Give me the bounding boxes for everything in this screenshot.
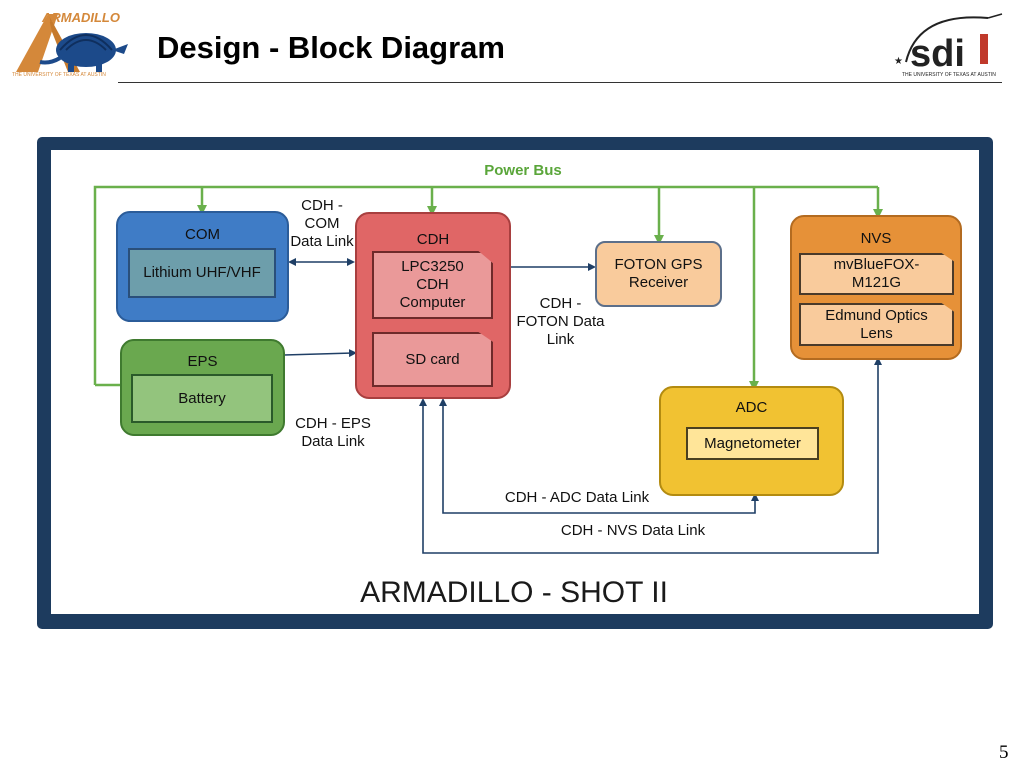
armadillo-logo: ARMADILLO THE UNIVERSITY OF TEXAS AT AUS… (8, 6, 133, 78)
label-cdh-adc-link: CDH - ADC Data Link (504, 489, 650, 506)
label-cdh-foton-link: CDH - FOTON Data Link (516, 295, 605, 348)
link-eps-cdh (283, 349, 357, 358)
sdi-logo-text: sdi (910, 33, 965, 75)
diagram-footer-title: ARMADILLO - SHOT II (360, 576, 668, 609)
cdh-title: CDH (416, 231, 450, 248)
data-link-lines (283, 258, 882, 554)
label-cdh-eps-link: CDH - EPS Data Link (295, 415, 371, 450)
com-subcomponent: Lithium UHF/VHF (128, 248, 276, 298)
nvs-title: NVS (860, 230, 892, 247)
power-bus-main (93, 185, 878, 385)
edmund-optics-subcomponent: Edmund Optics Lens (799, 303, 954, 346)
power-bus-label: Power Bus (484, 162, 562, 179)
sdi-logo: ★ sdi THE UNIVERSITY OF TEXAS AT AUSTIN (888, 6, 1018, 80)
title-divider (118, 82, 1002, 83)
battery-subcomponent: Battery (131, 374, 273, 423)
page-title: Design - Block Diagram (157, 30, 505, 65)
lpc3250-subcomponent: LPC3250 CDH Computer (372, 251, 493, 319)
link-cdh-adc (439, 398, 759, 514)
sdi-logo-subtitle: THE UNIVERSITY OF TEXAS AT AUSTIN (902, 72, 996, 78)
eps-title: EPS (187, 353, 218, 370)
label-cdh-com-link: CDH - COM Data Link (290, 197, 354, 250)
armadillo-logo-text: ARMADILLO (41, 10, 120, 25)
adc-title: ADC (735, 399, 768, 416)
mvbluefox-subcomponent: mvBlueFOX- M121G (799, 253, 954, 295)
link-cdh-nvs (419, 357, 882, 554)
star-icon: ★ (894, 56, 903, 67)
armadillo-logo-subtitle: THE UNIVERSITY OF TEXAS AT AUSTIN (12, 72, 106, 78)
sd-card-subcomponent: SD card (372, 332, 493, 387)
power-bus-lines (93, 185, 883, 391)
magnetometer-subcomponent: Magnetometer (686, 427, 819, 460)
com-title: COM (185, 226, 220, 243)
foton-gps-block: FOTON GPS Receiver (595, 241, 722, 307)
label-cdh-nvs-link: CDH - NVS Data Link (560, 522, 706, 539)
page-number: 5 (999, 742, 1009, 763)
